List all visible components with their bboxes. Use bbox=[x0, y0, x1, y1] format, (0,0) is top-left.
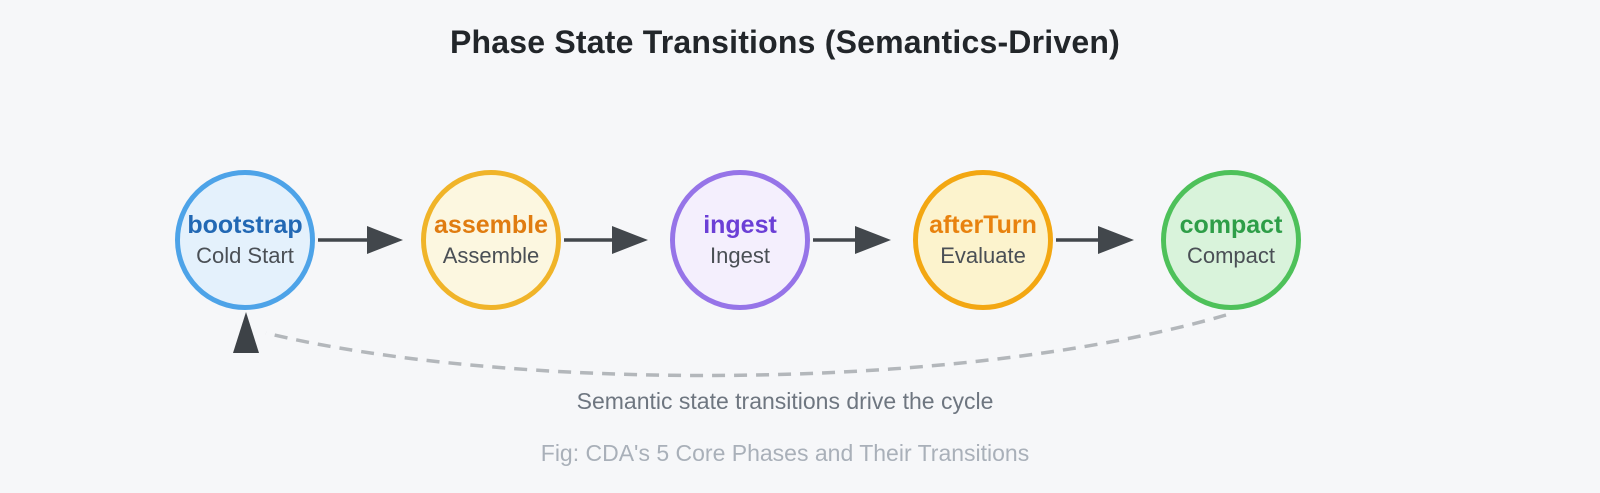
arrow-assemble-to-ingest bbox=[564, 226, 648, 254]
cycle-return-arrow bbox=[233, 312, 1227, 378]
node-afterturn: afterTurn Evaluate bbox=[913, 170, 1053, 310]
node-afterturn-sublabel: Evaluate bbox=[940, 243, 1026, 268]
node-afterturn-label: afterTurn bbox=[929, 211, 1037, 239]
page-title: Phase State Transitions (Semantics-Drive… bbox=[450, 24, 1120, 60]
node-compact-sublabel: Compact bbox=[1186, 243, 1276, 268]
arrow-ingest-to-afterturn bbox=[813, 226, 891, 254]
node-assemble-sublabel: Assemble bbox=[442, 243, 540, 268]
node-ingest: ingest Ingest bbox=[670, 170, 810, 310]
node-ingest-label: ingest bbox=[703, 211, 777, 239]
node-bootstrap: bootstrap Cold Start bbox=[175, 170, 315, 310]
node-compact-label: compact bbox=[1179, 211, 1283, 239]
node-assemble-label: assemble bbox=[434, 211, 548, 239]
arrow-afterturn-to-compact bbox=[1056, 226, 1134, 254]
node-ingest-sublabel: Ingest bbox=[710, 243, 770, 268]
node-compact: compact Compact bbox=[1161, 170, 1301, 310]
node-bootstrap-sublabel: Cold Start bbox=[196, 243, 294, 268]
figure-caption: Fig: CDA's 5 Core Phases and Their Trans… bbox=[540, 440, 1030, 466]
node-assemble: assemble Assemble bbox=[421, 170, 561, 310]
cycle-edge-label: Semantic state transitions drive the cyc… bbox=[576, 388, 994, 414]
arrow-bootstrap-to-assemble bbox=[318, 226, 403, 254]
node-bootstrap-label: bootstrap bbox=[187, 211, 303, 239]
